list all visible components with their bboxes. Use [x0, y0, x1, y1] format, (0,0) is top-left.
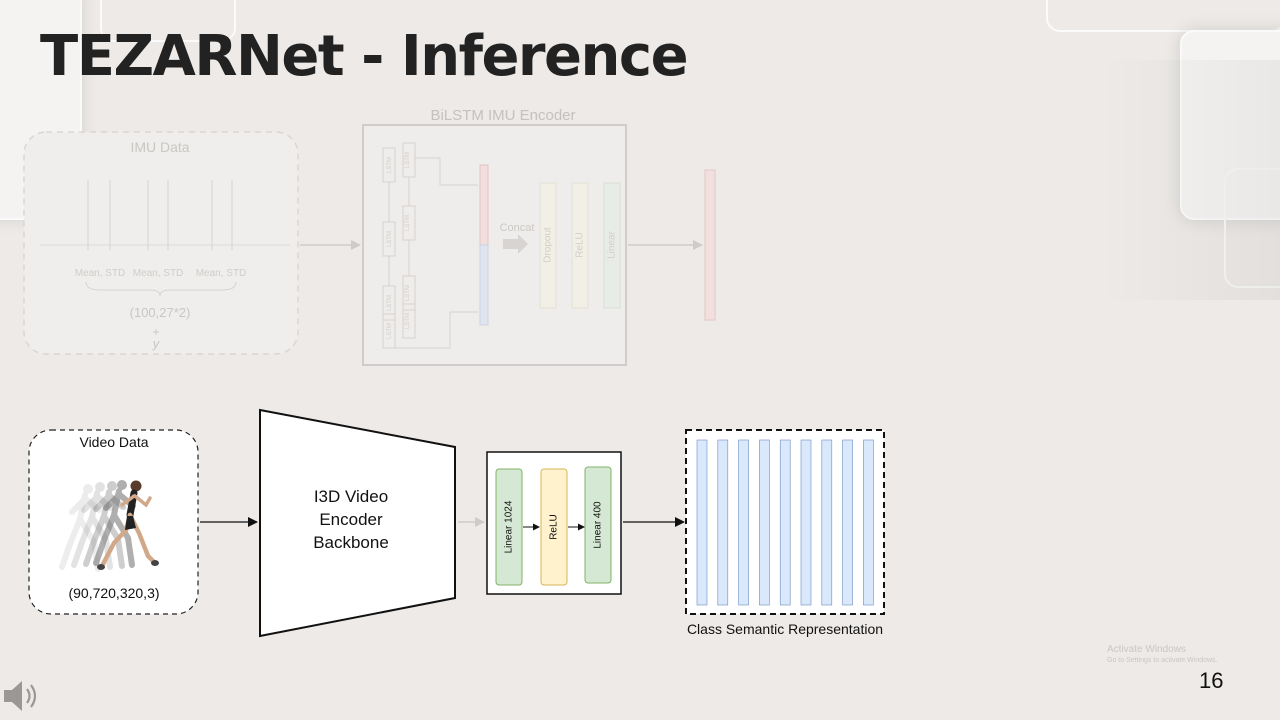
class-semantic-bar	[863, 439, 874, 606]
relu-label: ReLU	[549, 514, 560, 540]
imu-dropout-label: Dropout	[543, 227, 554, 263]
concat-forward-vector	[479, 164, 489, 246]
linear-400-layer	[584, 466, 612, 584]
video-data-label: Video Data	[79, 434, 148, 450]
imu-brace	[85, 281, 237, 297]
background-card-outline	[1224, 168, 1280, 288]
imu-shape-label: (100,27*2)	[130, 305, 191, 320]
imu-data-label: IMU Data	[130, 139, 189, 155]
class-semantic-bar	[821, 439, 833, 606]
class-semantic-label: Class Semantic Representation	[687, 621, 883, 637]
svg-text:LSTM: LSTM	[387, 231, 393, 247]
class-semantic-bar	[779, 439, 791, 606]
watermark-line2: Go to Settings to activate Windows.	[1107, 657, 1218, 664]
lstm-connectors	[388, 157, 478, 349]
bilstm-encoder-title: BiLSTM IMU Encoder	[430, 107, 575, 124]
linear-1024-label: Linear 1024	[504, 500, 515, 553]
svg-text:LSTM: LSTM	[387, 323, 393, 339]
activate-windows-watermark: Activate Windows Go to Settings to activ…	[1107, 644, 1218, 664]
backbone-label-line2: Encoder	[319, 510, 383, 529]
svg-text:LSTM: LSTM	[405, 215, 411, 231]
imu-stat-label: Mean, STD	[75, 268, 126, 279]
imu-linear-label: Linear	[607, 230, 618, 258]
class-semantic-bar	[738, 439, 749, 606]
linear-400-label: Linear 400	[593, 501, 604, 549]
video-shape-label: (90,720,320,3)	[68, 585, 159, 601]
class-semantic-bars	[696, 439, 874, 606]
page-number: 16	[1199, 668, 1224, 693]
imu-dropout-layer	[539, 182, 557, 309]
class-semantic-bar	[759, 439, 770, 606]
imu-data-box	[23, 131, 299, 355]
speaker-icon[interactable]	[2, 678, 44, 714]
svg-text:LSTM: LSTM	[405, 285, 411, 301]
slide-title: TEZARNet - Inference	[40, 24, 689, 89]
relu-layer	[540, 468, 568, 586]
imu-output-vector	[704, 169, 716, 321]
imu-stat-label: Mean, STD	[133, 268, 184, 279]
class-semantic-bar	[800, 439, 812, 606]
concat-label: Concat	[500, 222, 535, 234]
svg-text:LSTM: LSTM	[387, 157, 393, 173]
runner-image	[59, 480, 159, 572]
concat-arrow-icon	[503, 234, 528, 254]
linear-1024-layer	[495, 468, 523, 586]
svg-text:LSTM: LSTM	[387, 295, 393, 311]
imu-pipeline: IMU Data Mean, STD Mean, STD Mean, STD (…	[23, 107, 716, 366]
backbone-label-line3: Backbone	[313, 533, 389, 552]
concat-backward-vector	[479, 244, 489, 326]
background-card-outline	[1046, 0, 1280, 32]
class-semantic-bar	[696, 439, 708, 606]
video-pipeline: Video Data	[28, 408, 885, 638]
background-shade	[1100, 60, 1280, 300]
imu-relu-label: ReLU	[575, 232, 586, 258]
watermark-line1: Activate Windows	[1107, 644, 1186, 655]
class-semantic-bar	[717, 439, 729, 606]
imu-stat-label: Mean, STD	[196, 268, 247, 279]
imu-linear-layer	[603, 182, 621, 309]
background-card-outline	[100, 0, 236, 42]
imu-relu-layer	[571, 182, 589, 309]
svg-text:LSTM: LSTM	[405, 152, 411, 168]
svg-text:LSTM: LSTM	[405, 313, 411, 329]
i3d-backbone-trapezoid	[259, 408, 456, 638]
background-card	[1180, 30, 1280, 220]
imu-y-label: y	[152, 336, 161, 351]
backbone-label-line1: I3D Video	[314, 487, 388, 506]
class-semantic-bar	[842, 439, 853, 606]
imu-signal-waves	[87, 180, 233, 250]
imu-plus-label: +	[152, 325, 159, 339]
